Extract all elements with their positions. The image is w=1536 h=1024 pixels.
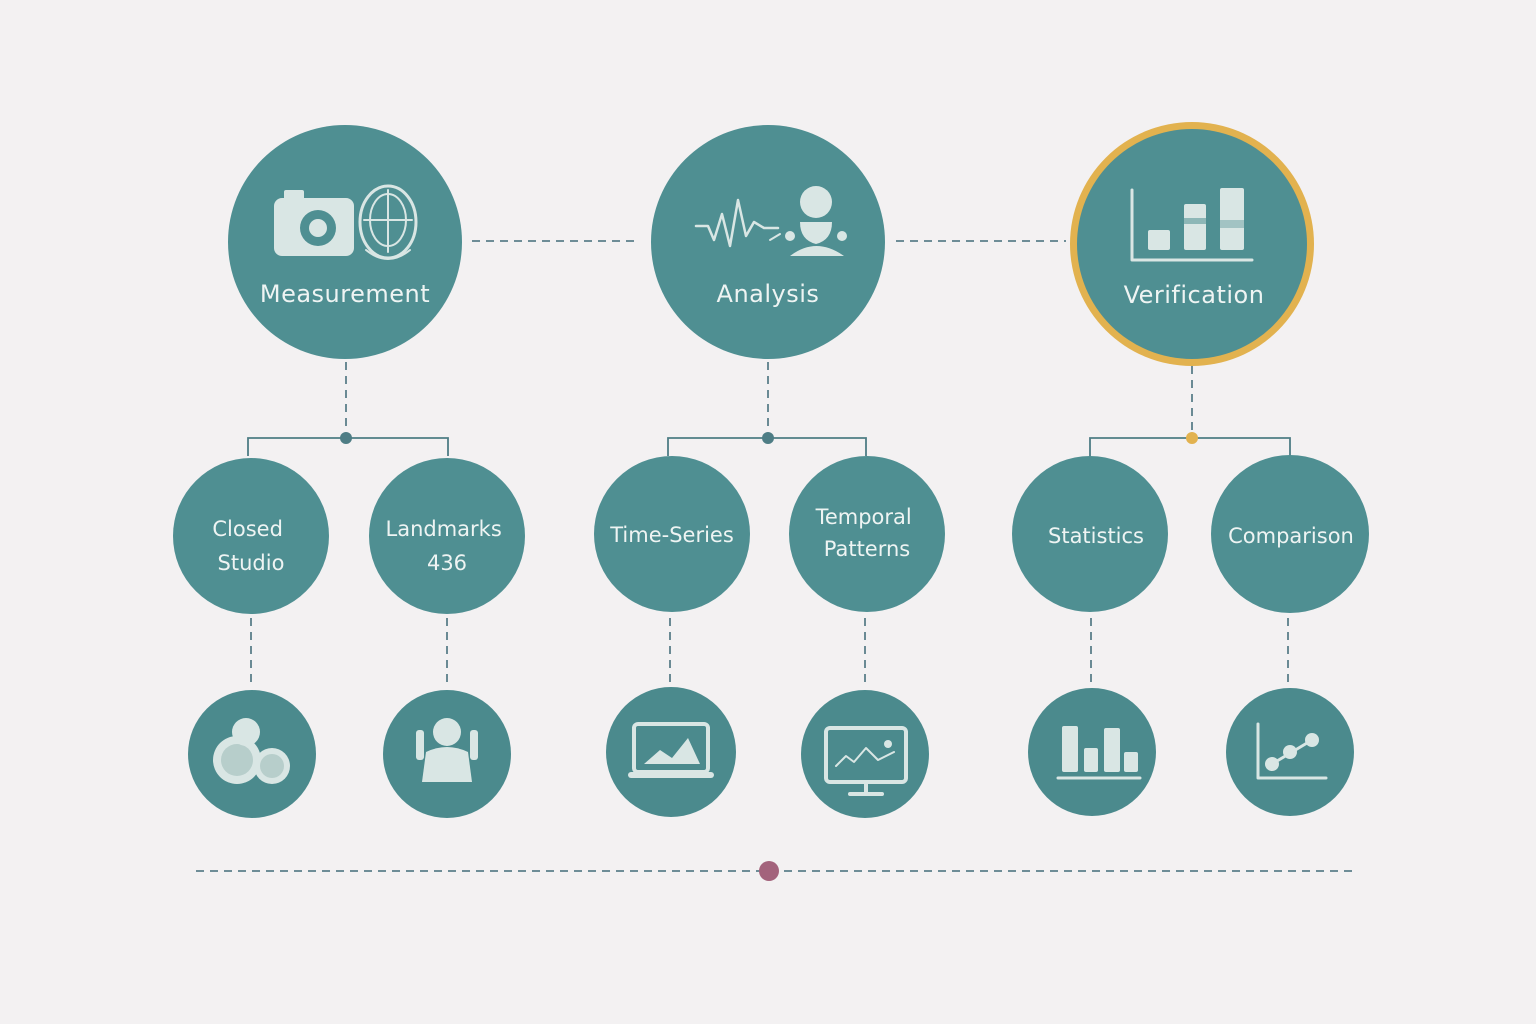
mid-node-time-series[interactable]: Time-Series xyxy=(594,456,750,612)
svg-text:Landmarks 436: Landmarks 436 xyxy=(386,517,509,575)
waveform-icon xyxy=(694,198,780,248)
mid-node-line: Temporal xyxy=(815,505,912,529)
mid-node-closed-studio[interactable]: Closed Studio xyxy=(173,458,329,614)
bottom-node-monitor-graph[interactable] xyxy=(606,687,736,817)
top-node-label: Verification xyxy=(1124,281,1265,309)
branch-dot-3 xyxy=(1186,432,1198,444)
camera-icon xyxy=(274,190,354,256)
bar-chart-icon xyxy=(1130,188,1254,262)
bottom-node-scatter-trend[interactable] xyxy=(1226,688,1354,816)
mid-node-landmarks[interactable]: Landmarks 436 xyxy=(369,458,525,614)
branch-dot-1 xyxy=(340,432,352,444)
svg-text:Temporal Patterns: Temporal Patterns xyxy=(815,505,919,561)
top-node-verification[interactable]: Verification xyxy=(1070,122,1314,366)
monitor-graph-icon xyxy=(628,722,714,778)
mid-node-line: Landmarks xyxy=(386,517,502,541)
face-scan-icon xyxy=(358,184,418,260)
top-node-label: Measurement xyxy=(260,280,430,308)
monitor-chart-icon xyxy=(824,726,908,796)
top-node-analysis[interactable]: Analysis xyxy=(651,125,885,359)
mid-node-temporal-patterns[interactable]: Temporal Patterns xyxy=(789,456,945,612)
svg-text:Closed Studio: Closed Studio xyxy=(212,517,289,575)
mid-node-comparison[interactable]: Comparison xyxy=(1211,455,1369,613)
bottom-node-person[interactable] xyxy=(383,690,511,818)
bottom-node-monitor-chart[interactable] xyxy=(801,690,929,818)
top-node-measurement[interactable]: Measurement xyxy=(228,125,462,359)
bottom-node-circles[interactable] xyxy=(188,690,316,818)
timeline-marker-dot xyxy=(759,861,779,881)
mid-node-line: 436 xyxy=(427,551,467,575)
person-face-icon xyxy=(769,186,847,256)
bottom-node-bar-chart[interactable] xyxy=(1028,688,1156,816)
scatter-trend-icon xyxy=(1256,722,1328,780)
person-icon xyxy=(416,718,478,782)
circles-icon xyxy=(213,718,290,784)
branch-dot-2 xyxy=(762,432,774,444)
mid-node-line: Comparison xyxy=(1228,524,1354,548)
top-node-label: Analysis xyxy=(717,280,820,308)
mid-node-line: Studio xyxy=(218,551,285,575)
mid-node-statistics[interactable]: Statistics xyxy=(1012,456,1168,612)
bar-chart-small-icon xyxy=(1056,726,1142,780)
connectors xyxy=(196,240,1352,881)
mid-node-line: Closed xyxy=(212,517,283,541)
mid-node-line: Statistics xyxy=(1048,524,1144,548)
mid-node-line: Patterns xyxy=(824,537,911,561)
mid-node-line: Time-Series xyxy=(609,523,734,547)
